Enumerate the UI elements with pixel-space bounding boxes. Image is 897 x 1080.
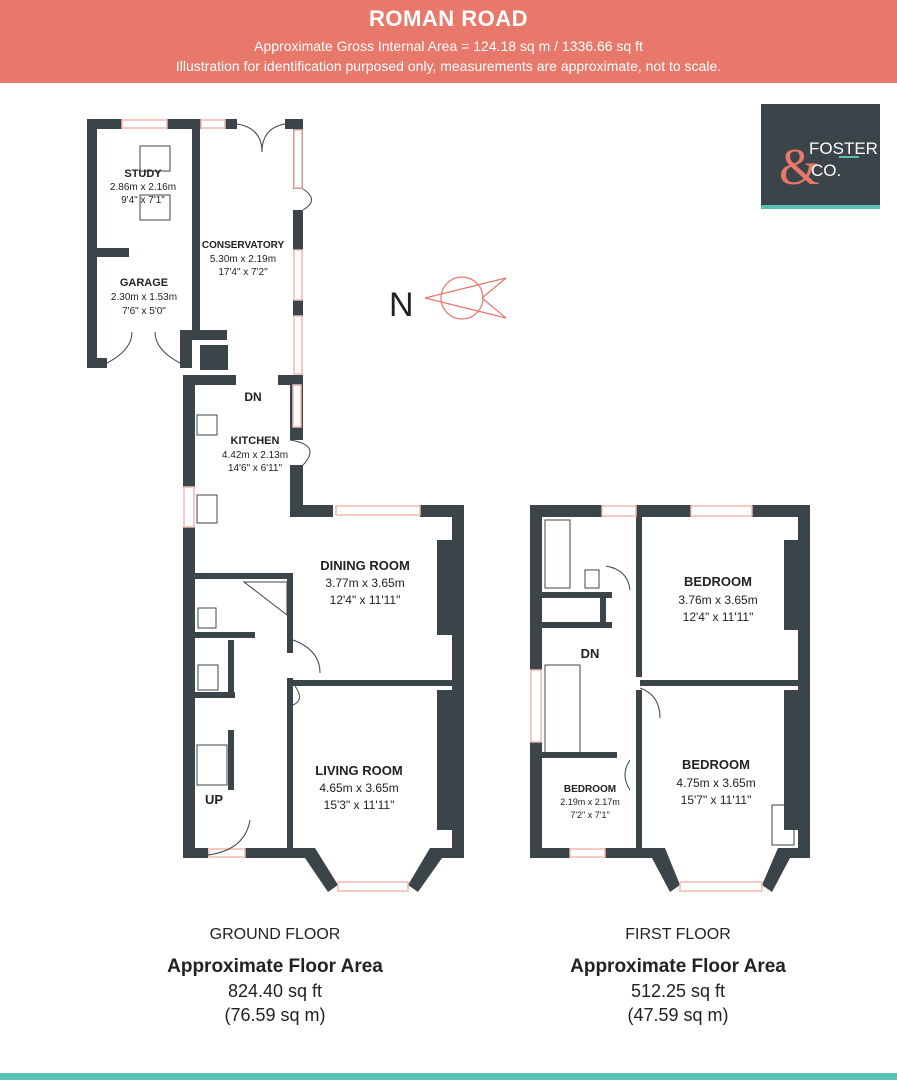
kitchen-imperial: 14'6" x 6'11" [228, 463, 283, 474]
dining-name: DINING ROOM [320, 558, 410, 573]
dining-metric: 3.77m x 3.65m [325, 576, 404, 590]
bedroom1-imperial: 12'4" x 11'11" [683, 610, 754, 624]
first-floor-doors [544, 519, 795, 846]
first-floor-windows [530, 505, 763, 892]
dining-imperial: 12'4" x 11'11" [330, 593, 401, 607]
ground-floor-area-title: Approximate Floor Area [167, 956, 383, 977]
logo-mark: & FOSTER CO. [779, 139, 878, 196]
kitchen-metric: 4.42m x 2.13m [222, 450, 288, 461]
first-floor-summary: FIRST FLOOR Approximate Floor Area 512.2… [528, 925, 828, 1027]
gross-area-line: Approximate Gross Internal Area = 124.18… [254, 38, 643, 54]
ground-floor-doors [106, 123, 321, 856]
conservatory-name: CONSERVATORY [202, 240, 285, 251]
ground-floor-summary: GROUND FLOOR Approximate Floor Area 824.… [125, 925, 425, 1027]
study-metric: 2.86m x 2.16m [110, 182, 176, 193]
ground-floor-title: GROUND FLOOR [209, 926, 341, 943]
logo-co: CO. [811, 161, 841, 180]
bedroom3-imperial: 7'2" x 7'1" [570, 810, 609, 820]
bedroom1-metric: 3.76m x 3.65m [678, 593, 757, 607]
conservatory-metric: 5.30m x 2.19m [210, 254, 276, 265]
ground-up-marker: UP [205, 792, 223, 807]
bottom-accent-bar [0, 1073, 897, 1080]
garage-metric: 2.30m x 1.53m [111, 292, 177, 303]
first-floor-area-title: Approximate Floor Area [570, 956, 786, 977]
ground-floor-walls [87, 119, 464, 892]
north-label: N [389, 286, 414, 324]
bedroom2-imperial: 15'7" x 11'11" [681, 793, 752, 807]
bedroom2-name: BEDROOM [682, 757, 750, 772]
study-imperial: 9'4" x 7'1" [121, 195, 165, 206]
conservatory-imperial: 17'4" x 7'2" [218, 267, 268, 278]
bedroom3-name: BEDROOM [564, 784, 616, 795]
first-floor-area-sqft: 512.25 sq ft [630, 981, 726, 1001]
first-floor-walls [530, 505, 810, 892]
garage-imperial: 7'6" x 5'0" [122, 306, 166, 317]
first-floor-area-sqm: (47.59 sq m) [627, 1005, 729, 1025]
ground-dn-marker: DN [244, 390, 261, 404]
living-imperial: 15'3" x 11'11" [324, 798, 395, 812]
property-title: ROMAN ROAD [369, 6, 528, 31]
ground-floor-area-sqft: 824.40 sq ft [227, 981, 323, 1001]
living-name: LIVING ROOM [315, 763, 402, 778]
logo-accent-bar [761, 205, 880, 209]
foster-co-logo: & FOSTER CO. [761, 104, 880, 209]
bedroom2-metric: 4.75m x 3.65m [676, 776, 755, 790]
ground-floor-area-sqm: (76.59 sq m) [224, 1005, 326, 1025]
first-floor-labels: BEDROOM 3.76m x 3.65m 12'4" x 11'11" BED… [560, 574, 757, 820]
kitchen-name: KITCHEN [231, 435, 280, 447]
bedroom3-metric: 2.19m x 2.17m [560, 797, 620, 807]
garage-name: GARAGE [120, 277, 168, 289]
header-banner: ROMAN ROAD Approximate Gross Internal Ar… [0, 0, 897, 83]
first-floor-title: FIRST FLOOR [625, 926, 731, 943]
bedroom1-name: BEDROOM [684, 574, 752, 589]
disclaimer-line: Illustration for identification purposed… [175, 58, 722, 74]
living-metric: 4.65m x 3.65m [319, 781, 398, 795]
compass-icon: N [389, 276, 507, 324]
logo-foster: FOSTER [809, 139, 878, 158]
ground-floor-labels: STUDY 2.86m x 2.16m 9'4" x 7'1" GARAGE 2… [110, 168, 410, 812]
study-name: STUDY [124, 168, 162, 180]
ground-floor-windows [121, 119, 421, 892]
first-dn-marker: DN [581, 646, 600, 661]
logo-ampersand: & [779, 139, 819, 196]
